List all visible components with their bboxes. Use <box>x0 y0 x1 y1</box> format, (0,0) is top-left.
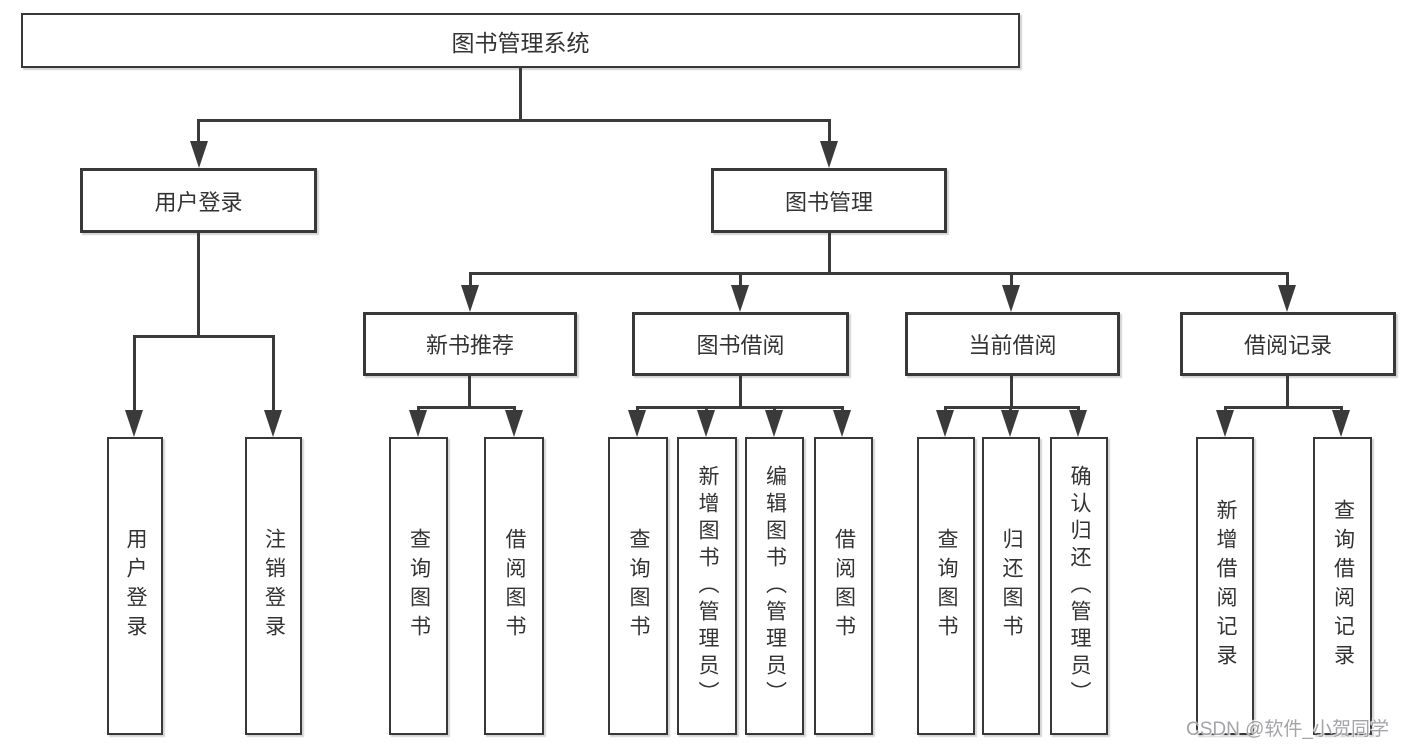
leaf-borrow-query-books: 查询图书 <box>608 437 668 735</box>
connector-line <box>469 272 472 290</box>
arrow-down-icon <box>1278 285 1296 312</box>
arrow-down-icon <box>125 410 143 437</box>
arrow-down-icon <box>409 410 427 437</box>
arrow-down-icon <box>820 141 838 168</box>
connector-line <box>519 66 522 120</box>
leaf-logout: 注销登录 <box>245 437 302 735</box>
arrow-down-icon <box>731 285 749 312</box>
arrow-down-icon <box>765 410 783 437</box>
csdn-watermark: CSDN @软件_小贺同学 <box>1186 719 1389 740</box>
arrow-down-icon <box>1332 410 1350 437</box>
connector-line <box>1010 272 1013 290</box>
connector-line <box>739 376 742 408</box>
connector-line <box>1010 376 1013 408</box>
arrow-down-icon <box>461 285 479 312</box>
leaf-records-add-record: 新增借阅记录 <box>1196 437 1254 735</box>
connector-line <box>828 233 831 274</box>
arrow-down-icon <box>264 410 282 437</box>
node-root: 图书管理系统 <box>21 13 1020 68</box>
connector-line <box>197 119 200 147</box>
connector-line <box>944 406 1080 409</box>
connector-line <box>197 119 831 122</box>
connector-line <box>828 119 831 147</box>
leaf-borrow-add-books-admin: 新增图书（管理员） <box>677 437 737 735</box>
leaf-current-return-books: 归还图书 <box>982 437 1040 735</box>
leaf-recommend-query-books: 查询图书 <box>389 437 448 735</box>
arrow-down-icon <box>1001 410 1019 437</box>
arrow-down-icon <box>936 410 954 437</box>
leaf-user-login: 用户登录 <box>107 437 163 735</box>
arrow-down-icon <box>628 410 646 437</box>
leaf-recommend-borrow-books: 借阅图书 <box>484 437 544 735</box>
node-new-book-recommend: 新书推荐 <box>363 312 577 376</box>
arrow-down-icon <box>1216 410 1234 437</box>
node-borrow-records: 借阅记录 <box>1180 312 1396 376</box>
leaf-current-confirm-return-admin: 确认归还（管理员） <box>1050 437 1108 735</box>
connector-line <box>468 376 471 408</box>
connector-line <box>133 335 136 413</box>
connector-line <box>1286 376 1289 408</box>
connector-line <box>1286 272 1289 290</box>
node-user-login: 用户登录 <box>80 168 317 233</box>
connector-line <box>133 335 275 338</box>
node-current-borrow: 当前借阅 <box>905 312 1120 376</box>
connector-line <box>636 406 844 409</box>
arrow-down-icon <box>697 410 715 437</box>
arrow-down-icon <box>1002 285 1020 312</box>
connector-line <box>739 272 742 290</box>
leaf-borrow-borrow-books: 借阅图书 <box>814 437 873 735</box>
node-book-management: 图书管理 <box>711 168 947 233</box>
arrow-down-icon <box>1069 410 1087 437</box>
connector-line <box>469 272 1289 275</box>
leaf-records-query-record: 查询借阅记录 <box>1313 437 1372 735</box>
arrow-down-icon <box>505 410 523 437</box>
leaf-current-query-books: 查询图书 <box>917 437 975 735</box>
leaf-borrow-edit-books-admin: 编辑图书（管理员） <box>745 437 804 735</box>
arrow-down-icon <box>833 410 851 437</box>
connector-line <box>417 406 516 409</box>
connector-line <box>1224 406 1343 409</box>
connector-line <box>272 335 275 413</box>
node-book-borrow: 图书借阅 <box>632 312 849 376</box>
connector-line <box>197 233 200 335</box>
arrow-down-icon <box>190 141 208 168</box>
